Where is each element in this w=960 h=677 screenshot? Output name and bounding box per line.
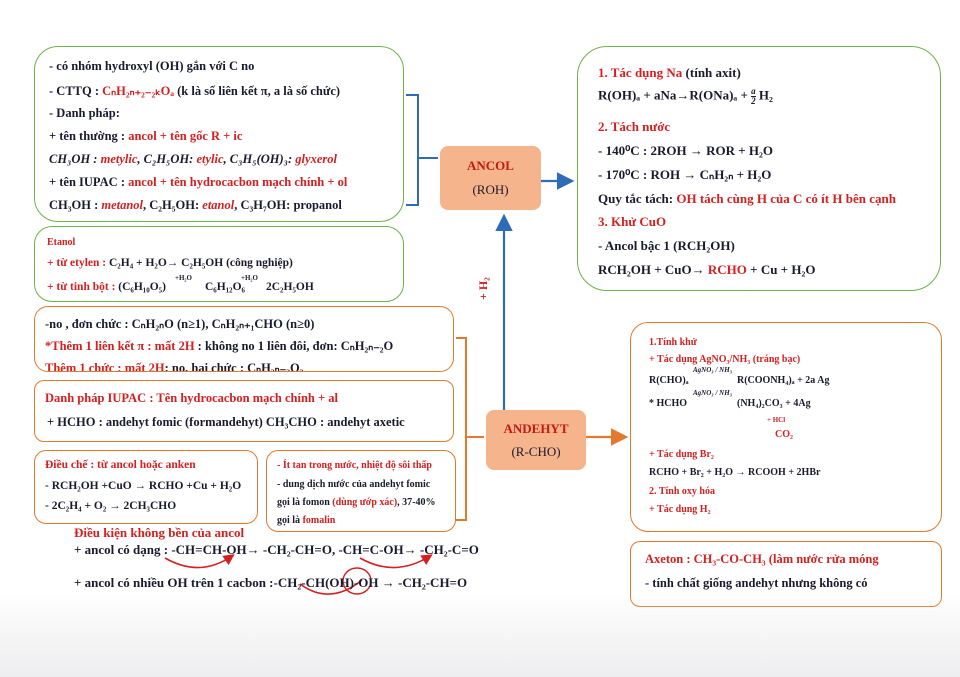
etanol-from-ethylene: + từ etylen : C₂H₄ + H₂O→ C₂H₅OH (công n…: [47, 257, 293, 269]
prep-line-2: - 2C₂H₄ + O₂ → 2CH₃CHO: [45, 500, 177, 512]
andehyt-hub-node: ANDEHYT (R-CHO): [486, 410, 586, 470]
hcho-product: (NH₄)₂CO₃ + 4Ag: [737, 398, 811, 409]
prop-reducing-heading: 1.Tính khử: [649, 337, 697, 348]
ancol-def-line: - có nhóm hydroxyl (OH) gắn với C no: [49, 59, 255, 73]
unstable-title: Điều kiện không bền của ancol: [74, 525, 245, 540]
andehyt-bracket: [456, 337, 467, 521]
andehyt-unsaturated: *Thêm 1 liên kết π : mất 2H : không no 1…: [45, 339, 394, 353]
etanol-from-starch: + từ tinh bột : (C₆H₁₀O₅): [47, 281, 166, 293]
phys-line-1: - Ít tan trong nước, nhiệt độ sôi thấp: [277, 460, 432, 471]
prop-oxidizing-heading: 2. Tính oxy hóa: [649, 486, 715, 497]
andehyt-examples: + HCHO : andehyt fomic (formandehyt) CH₃…: [47, 415, 405, 429]
phys-line-2: - dung dịch nước của andehyt fomic: [277, 479, 431, 490]
silver-reagent-1: AgNO₃ / NH₃: [693, 366, 733, 374]
andehyt-properties-box: 1.Tính khử + Tác dụng AgNO₃/NH₃ (tráng b…: [630, 322, 942, 532]
silver-product: R(COONH₄)ₐ + 2a Ag: [737, 375, 830, 386]
prop-na-heading: 1. Tác dụng Na (tính axit): [598, 65, 741, 80]
ancol-properties-box: 1. Tác dụng Na (tính axit) R(OH)ₐ + aNa→…: [577, 46, 941, 291]
bottom-shadow: [0, 592, 960, 677]
ancol-nomenclature-heading: - Danh pháp:: [49, 106, 120, 120]
andehyt-dicarbonyl: Thêm 1 chức : mất 2H: no, hai chức : CₙH…: [45, 361, 304, 372]
andehyt-physical-box: - Ít tan trong nước, nhiệt độ sôi thấp -…: [266, 450, 456, 532]
axeton-title: Axeton : CH₃-CO-CH₃ (làm nước rửa móng: [645, 552, 879, 566]
andehyt-definition-box: -no , đơn chức : CₙH₂ₙO (n≥1), CₙH₂ₙ₊₁CH…: [34, 306, 454, 372]
andehyt-naming-box: Danh pháp IUPAC : Tên hydrocacbon mạch c…: [34, 380, 454, 442]
etanol-glucose: C₆H₁₂O₆: [205, 281, 245, 293]
prop-hydrogen: + Tác dụng H₂: [649, 504, 711, 515]
phys-line-4: gọi là fomalin: [277, 515, 336, 526]
ancol-formula-line: - CTTQ : CₙH₂ₙ₊₂₋₂ₖOₐ (k là số liên kết …: [49, 84, 341, 98]
prop-140c: - 140⁰C : 2ROH → ROR + H₂O: [598, 143, 774, 158]
h2-reduction-label: + H₂: [476, 277, 490, 300]
ancol-iupac-name: + tên IUPAC : ancol + tên hydrocacbon mạ…: [49, 175, 348, 189]
hcl-label: + HCl: [767, 416, 786, 424]
ancol-bracket: [406, 94, 419, 206]
axeton-note: - tính chất giống andehyt nhưng không có: [645, 576, 868, 590]
prop-primary: - Ancol bậc 1 (RCH₂OH): [598, 238, 735, 253]
etanol-product: 2C₂H₅OH: [266, 281, 314, 293]
co2-label: CO₂: [775, 429, 793, 440]
ancol-definition-box: - có nhóm hydroxyl (OH) gắn với C no - C…: [34, 46, 404, 222]
prop-rule: Quy tắc tách: OH tách cùng H của C có ít…: [598, 191, 896, 206]
unstable-line-2: + ancol có nhiều OH trên 1 cacbon :-CH₂-…: [74, 575, 468, 590]
unstable-line-1: + ancol có dạng : -CH=CH-OH→ -CH₂-CH=O, …: [74, 542, 479, 557]
ancol-common-examples: CH₃OH : metylic, C₂H₅OH: etylic, C₃H₅(OH…: [49, 152, 337, 166]
ancol-common-name: + tên thường : ancol + tên gốc R + ic: [49, 129, 243, 143]
prop-bromine: + Tác dụng Br₂: [649, 449, 714, 460]
prep-line-1: - RCH₂OH +CuO → RCHO +Cu + H₂O: [45, 480, 242, 492]
andehyt-preparation-box: Điều chế : từ ancol hoặc anken - RCH₂OH …: [34, 450, 258, 524]
andehyt-saturated: -no , đơn chức : CₙH₂ₙO (n≥1), CₙH₂ₙ₊₁CH…: [45, 317, 315, 331]
prep-title: Điều chế : từ ancol hoặc anken: [45, 459, 196, 471]
silver-reactant: R(CHO)ₐ: [649, 375, 689, 386]
reaction-condition-2: +H₂O: [241, 274, 258, 282]
ancol-iupac-examples: CH₃OH : metanol, C₂H₅OH: etanol, C₃H₇OH:…: [49, 198, 342, 212]
prop-cuo-heading: 3. Khử CuO: [598, 214, 667, 229]
hcho-reactant: * HCHO: [649, 398, 688, 409]
prop-dehydration-heading: 2. Tách nước: [598, 119, 671, 134]
silver-reagent-2: AgNO₃ / NH₃: [693, 389, 733, 397]
phys-line-3: gọi là fomon (dùng ướp xác), 37-40%: [277, 497, 436, 508]
andehyt-iupac: Danh pháp IUPAC : Tên hydrocacbon mạch c…: [45, 391, 338, 405]
ancol-hub-node: ANCOL (ROH): [440, 146, 541, 210]
bromine-reaction: RCHO + Br₂ + H₂O → RCOOH + 2HBr: [649, 467, 821, 478]
reaction-condition-1: +H₂O: [175, 274, 192, 282]
prop-cuo-reaction: RCH₂OH + CuO→ RCHO + Cu + H₂O: [598, 262, 816, 277]
prop-silver-mirror: + Tác dụng AgNO₃/NH₃ (tráng bạc): [649, 354, 801, 365]
etanol-title: Etanol: [47, 237, 76, 248]
prop-170c: - 170⁰C : ROH → CₙH₂ₙ + H₂O: [598, 167, 772, 182]
etanol-box: Etanol + từ etylen : C₂H₄ + H₂O→ C₂H₅OH …: [34, 226, 404, 302]
